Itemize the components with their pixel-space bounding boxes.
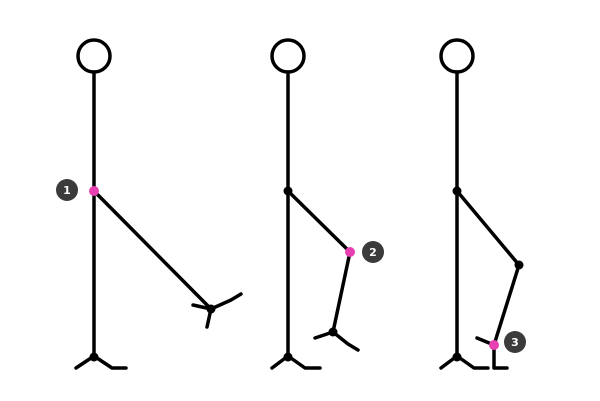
figure-3-standing-foot <box>439 354 490 370</box>
figure-3-shin <box>492 263 521 347</box>
figure-2-step-label: 2 <box>369 246 377 259</box>
figure-2-head <box>270 38 306 74</box>
figure-2-standing-foot <box>270 354 322 370</box>
figure-3-knee-joint <box>514 260 524 270</box>
figure-1-ankle-joint <box>206 304 216 314</box>
figure-1: 1 <box>56 38 243 370</box>
figure-3-step-label: 3 <box>511 336 519 349</box>
figure-1-step-label: 1 <box>63 184 71 197</box>
figure-1-step-badge: 1 <box>56 179 78 201</box>
figure-3-standing-ankle-joint <box>452 352 462 362</box>
figure-2-ankle-joint <box>328 327 338 337</box>
figure-2-thigh <box>286 189 352 254</box>
figure-2-foot <box>313 330 360 352</box>
figure-2-step-badge-circle <box>362 241 384 263</box>
figure-2-step-badge: 2 <box>362 241 384 263</box>
figure-2: 2 <box>270 38 384 370</box>
figure-2-shin <box>331 250 352 334</box>
figure-1-standing-foot <box>74 354 128 370</box>
figure-2-standing-ankle-joint <box>283 352 293 362</box>
figure-1-leg <box>92 189 213 311</box>
figure-2-hip-joint <box>283 186 293 196</box>
figure-3-step-badge: 3 <box>504 331 526 353</box>
figure-3-step-badge-circle <box>504 331 526 353</box>
figure-1-hip-joint-highlight <box>89 186 99 196</box>
figure-3-head <box>439 38 475 74</box>
figure-1-head <box>76 38 112 74</box>
figure-3: 3 <box>439 38 526 370</box>
figure-3-hip-joint <box>452 186 462 196</box>
figure-3-foot <box>475 336 509 370</box>
figure-2-knee-joint-highlight <box>345 247 355 257</box>
figure-3-thigh <box>455 189 521 267</box>
figure-3-ankle-joint-highlight <box>489 340 499 350</box>
figure-1-step-badge-circle <box>56 179 78 201</box>
figure-1-foot-toe <box>209 292 243 311</box>
figure-1-standing-ankle-joint <box>89 352 99 362</box>
